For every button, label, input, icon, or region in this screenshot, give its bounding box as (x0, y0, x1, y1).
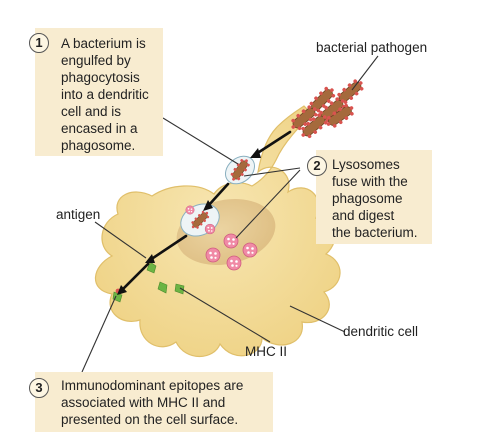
phagolysosome (180, 203, 220, 237)
label-dendritic-cell: dendritic cell (343, 324, 419, 339)
step-2-badge: 2 (307, 156, 327, 176)
callout-2: Lysosomes fuse with the phagosome and di… (316, 150, 432, 244)
mhc-ii-molecule (146, 261, 157, 274)
callout-1: A bacterium is engulfed by phagocytosis … (35, 28, 163, 156)
leader-callout-2a (243, 167, 301, 177)
leader-callout-2b (235, 169, 301, 239)
mhc-ii-molecule (157, 281, 168, 294)
pathway-arrows (120, 130, 292, 292)
leader-callout-3 (81, 295, 117, 373)
lysosome (223, 233, 239, 249)
callout-1-text: A bacterium is engulfed by phagocytosis … (61, 36, 149, 153)
leader-mhc (179, 287, 271, 343)
leader-lines (81, 55, 379, 373)
label-bacterial-pathogen: bacterial pathogen (316, 40, 428, 55)
leader-callout-1 (162, 117, 239, 165)
leader-pathogen (351, 55, 379, 91)
lysosome (226, 255, 242, 271)
label-antigen: antigen (56, 207, 101, 222)
callout-3: Immunodominant epitopes are associated w… (35, 372, 273, 432)
arrow-heads (117, 148, 261, 295)
mhc-ii-molecules (112, 258, 185, 303)
leader-dendritic-cell (289, 305, 346, 333)
mhc-ii-molecule (174, 283, 185, 295)
lysosome (242, 242, 258, 258)
step-3-badge: 3 (29, 378, 49, 398)
step-1-badge: 1 (29, 33, 49, 53)
lysosome (205, 247, 221, 263)
callout-3-text: Immunodominant epitopes are associated w… (61, 378, 244, 427)
leader-antigen (94, 221, 147, 259)
label-mhc-ii: MHC II (245, 344, 287, 359)
callout-2-text: Lysosomes fuse with the phagosome and di… (332, 157, 418, 240)
